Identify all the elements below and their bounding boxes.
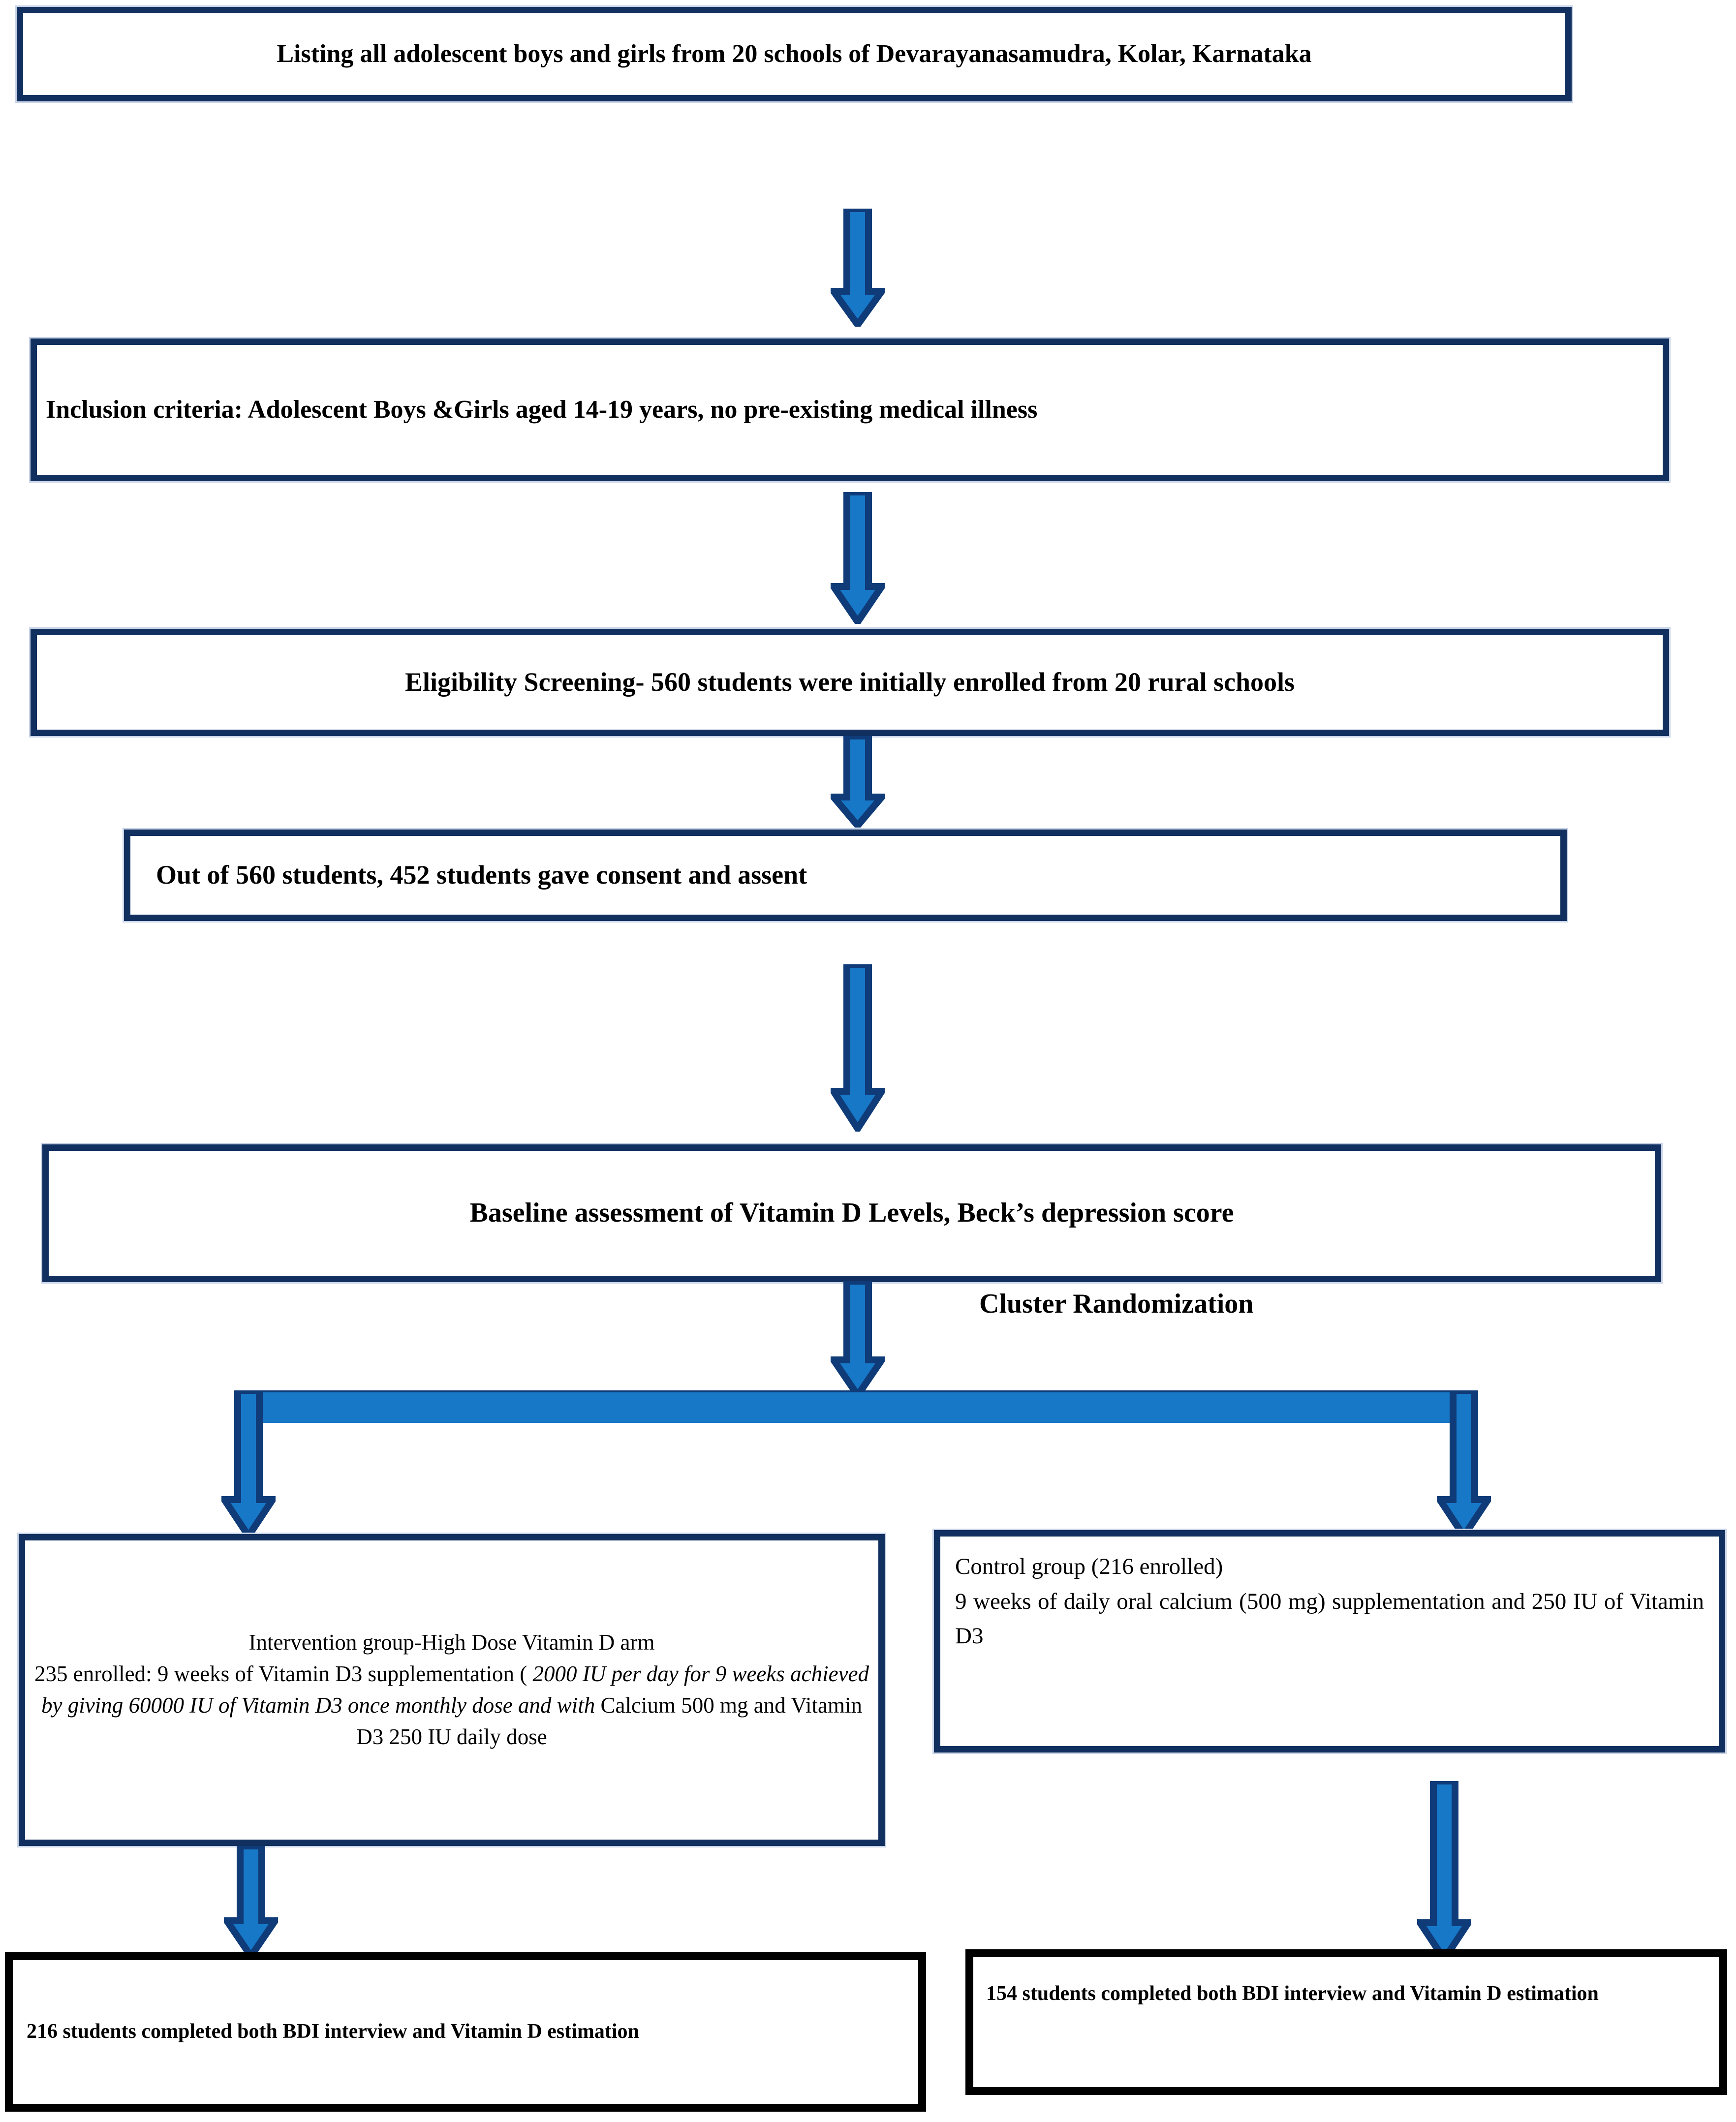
node-outcome-control-text: 154 students completed both BDI intervie… <box>986 1982 1599 2005</box>
node-intervention-line1: Intervention group-High Dose Vitamin D a… <box>248 1630 655 1655</box>
node-eligibility: Eligibility Screening- 560 students were… <box>29 627 1671 738</box>
node-intervention-text: Intervention group-High Dose Vitamin D a… <box>25 1627 878 1753</box>
node-intervention: Intervention group-High Dose Vitamin D a… <box>17 1533 886 1847</box>
node-inclusion: Inclusion criteria: Adolescent Boys &Gir… <box>29 337 1671 483</box>
arrow-inclusion-to-eligibility <box>831 492 885 624</box>
edge-label-randomization: Cluster Randomization <box>979 1289 1254 1319</box>
node-intervention-line2-a: 235 enrolled: 9 weeks of Vitamin D3 supp… <box>34 1661 533 1687</box>
node-intervention-line2-italic: 2000 IU per day for 9 weeks achieved by … <box>41 1661 869 1718</box>
arrow-listing-to-inclusion <box>831 209 885 327</box>
node-listing-text: Listing all adolescent boys and girls fr… <box>277 39 1312 68</box>
node-inclusion-text: Inclusion criteria: Adolescent Boys &Gir… <box>46 395 1038 424</box>
node-outcome-intervention-text: 216 students completed both BDI intervie… <box>27 2020 639 2043</box>
arrow-consent-to-baseline <box>831 964 885 1132</box>
node-intervention-line2-b: Calcium 500 mg and Vitamin D3 250 IU dai… <box>356 1693 862 1749</box>
node-baseline-text: Baseline assessment of Vitamin D Levels,… <box>469 1198 1234 1229</box>
node-consent-text: Out of 560 students, 452 students gave c… <box>156 860 807 890</box>
node-control: Control group (216 enrolled) 9 weeks of … <box>932 1529 1727 1754</box>
arrow-split-to-control <box>1437 1390 1491 1538</box>
node-consent: Out of 560 students, 452 students gave c… <box>123 828 1568 923</box>
arrow-baseline-to-split <box>831 1281 885 1397</box>
arrow-control-to-outcome <box>1417 1781 1471 1961</box>
node-baseline: Baseline assessment of Vitamin D Levels,… <box>41 1143 1663 1284</box>
node-eligibility-text: Eligibility Screening- 560 students were… <box>405 667 1295 697</box>
node-outcome-intervention: 216 students completed both BDI intervie… <box>5 1952 926 2112</box>
node-control-line1: Control group (216 enrolled) <box>955 1554 1223 1579</box>
arrow-eligibility-to-consent <box>831 736 885 828</box>
node-control-text: Control group (216 enrolled) 9 weeks of … <box>940 1537 1719 1654</box>
node-listing: Listing all adolescent boys and girls fr… <box>15 5 1573 103</box>
node-outcome-control: 154 students completed both BDI intervie… <box>965 1949 1727 2095</box>
arrow-intervention-to-outcome <box>224 1846 278 1958</box>
node-control-line2: 9 weeks of daily oral calcium (500 mg) s… <box>955 1588 1704 1649</box>
arrow-split-to-intervention <box>221 1390 276 1538</box>
randomization-split-bar <box>243 1390 1466 1423</box>
